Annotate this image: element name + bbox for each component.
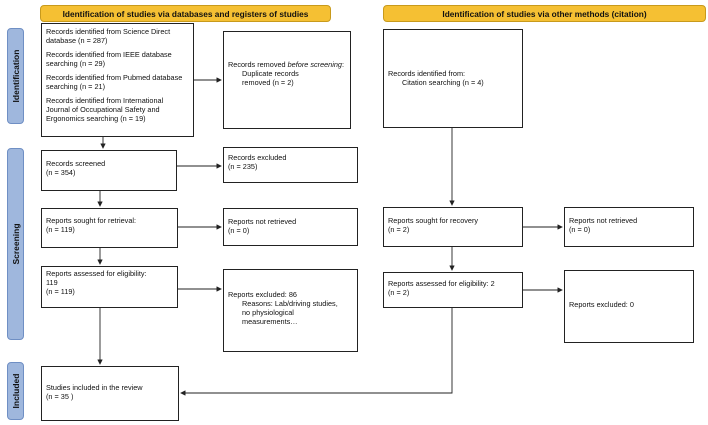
header-other-methods: Identification of studies via other meth… bbox=[383, 5, 706, 22]
right-not-retrieved-count: (n = 0) bbox=[569, 225, 591, 234]
right-excluded-box: Reports excluded: 0 bbox=[564, 270, 694, 343]
records-screened-box: Records screened (n = 354) bbox=[41, 150, 177, 191]
records-excluded-box: Records excluded (n = 235) bbox=[223, 147, 358, 183]
reports-assessed-label: Reports assessed for eligibility: bbox=[46, 269, 147, 278]
right-assessed-box: Reports assessed for eligibility: 2 (n =… bbox=[383, 272, 523, 308]
studies-included-label: Studies included in the review bbox=[46, 383, 143, 392]
citation-records-label: Records identified from: bbox=[388, 69, 466, 78]
right-assessed-label: Reports assessed for eligibility: 2 bbox=[388, 279, 495, 288]
reports-assessed-number: 119 bbox=[46, 278, 58, 287]
reports-not-retrieved-label: Reports not retrieved bbox=[228, 217, 297, 226]
records-screened-label: Records screened bbox=[46, 159, 106, 168]
records-excluded-count: (n = 235) bbox=[228, 162, 258, 171]
records-screened-count: (n = 354) bbox=[46, 168, 76, 177]
phase-screening: Screening bbox=[7, 148, 24, 340]
phase-included: Included bbox=[7, 362, 24, 420]
citation-records-box: Records identified from: Citation search… bbox=[383, 29, 523, 128]
reports-assessed-box: Reports assessed for eligibility: 119 (n… bbox=[41, 266, 178, 308]
duplicate-records: Duplicate records bbox=[242, 69, 299, 78]
header-databases: Identification of studies via databases … bbox=[40, 5, 331, 22]
reports-sought-box: Reports sought for retrieval: (n = 119) bbox=[41, 208, 178, 248]
records-removed-title: Records removed before screening: bbox=[228, 60, 345, 69]
records-ieee: Records identified from IEEE database se… bbox=[46, 50, 172, 68]
reports-not-retrieved-count: (n = 0) bbox=[228, 226, 250, 235]
records-ijose: Records identified from International Jo… bbox=[46, 96, 164, 123]
citation-records-count: Citation searching (n = 4) bbox=[402, 78, 484, 87]
records-removed-box: Records removed before screening: Duplic… bbox=[223, 31, 351, 129]
reports-sought-recovery-box: Reports sought for recovery (n = 2) bbox=[383, 207, 523, 247]
reports-excluded-86-label: Reports excluded: 86 bbox=[228, 290, 297, 299]
right-not-retrieved-label: Reports not retrieved bbox=[569, 216, 638, 225]
records-excluded-label: Records excluded bbox=[228, 153, 287, 162]
reports-sought-label: Reports sought for retrieval: bbox=[46, 216, 137, 225]
exclusion-reason-1: Reasons: Lab/driving studies, bbox=[242, 299, 338, 308]
studies-included-box: Studies included in the review (n = 35 ) bbox=[41, 366, 179, 421]
right-excluded-label: Reports excluded: 0 bbox=[569, 300, 634, 309]
phase-identification: Identification bbox=[7, 28, 24, 124]
exclusion-reason-2: no physiological bbox=[242, 308, 294, 317]
right-not-retrieved-box: Reports not retrieved (n = 0) bbox=[564, 207, 694, 247]
reports-assessed-count: (n = 119) bbox=[46, 287, 75, 296]
duplicate-records-count: removed (n = 2) bbox=[242, 78, 294, 87]
exclusion-reason-3: measurements… bbox=[242, 317, 298, 326]
records-identified-box: Records identified from Science Direct d… bbox=[41, 23, 194, 137]
arrow-right-to-included bbox=[180, 308, 453, 396]
records-science-direct: Records identified from Science Direct d… bbox=[46, 27, 171, 45]
records-pubmed: Records identified from Pubmed database … bbox=[46, 73, 183, 91]
reports-excluded-86-box: Reports excluded: 86 Reasons: Lab/drivin… bbox=[223, 269, 358, 352]
reports-sought-recovery-label: Reports sought for recovery bbox=[388, 216, 479, 225]
reports-sought-recovery-count: (n = 2) bbox=[388, 225, 410, 234]
studies-included-count: (n = 35 ) bbox=[46, 392, 74, 401]
reports-sought-count: (n = 119) bbox=[46, 225, 75, 234]
reports-not-retrieved-box: Reports not retrieved (n = 0) bbox=[223, 208, 358, 246]
right-assessed-count: (n = 2) bbox=[388, 288, 410, 297]
